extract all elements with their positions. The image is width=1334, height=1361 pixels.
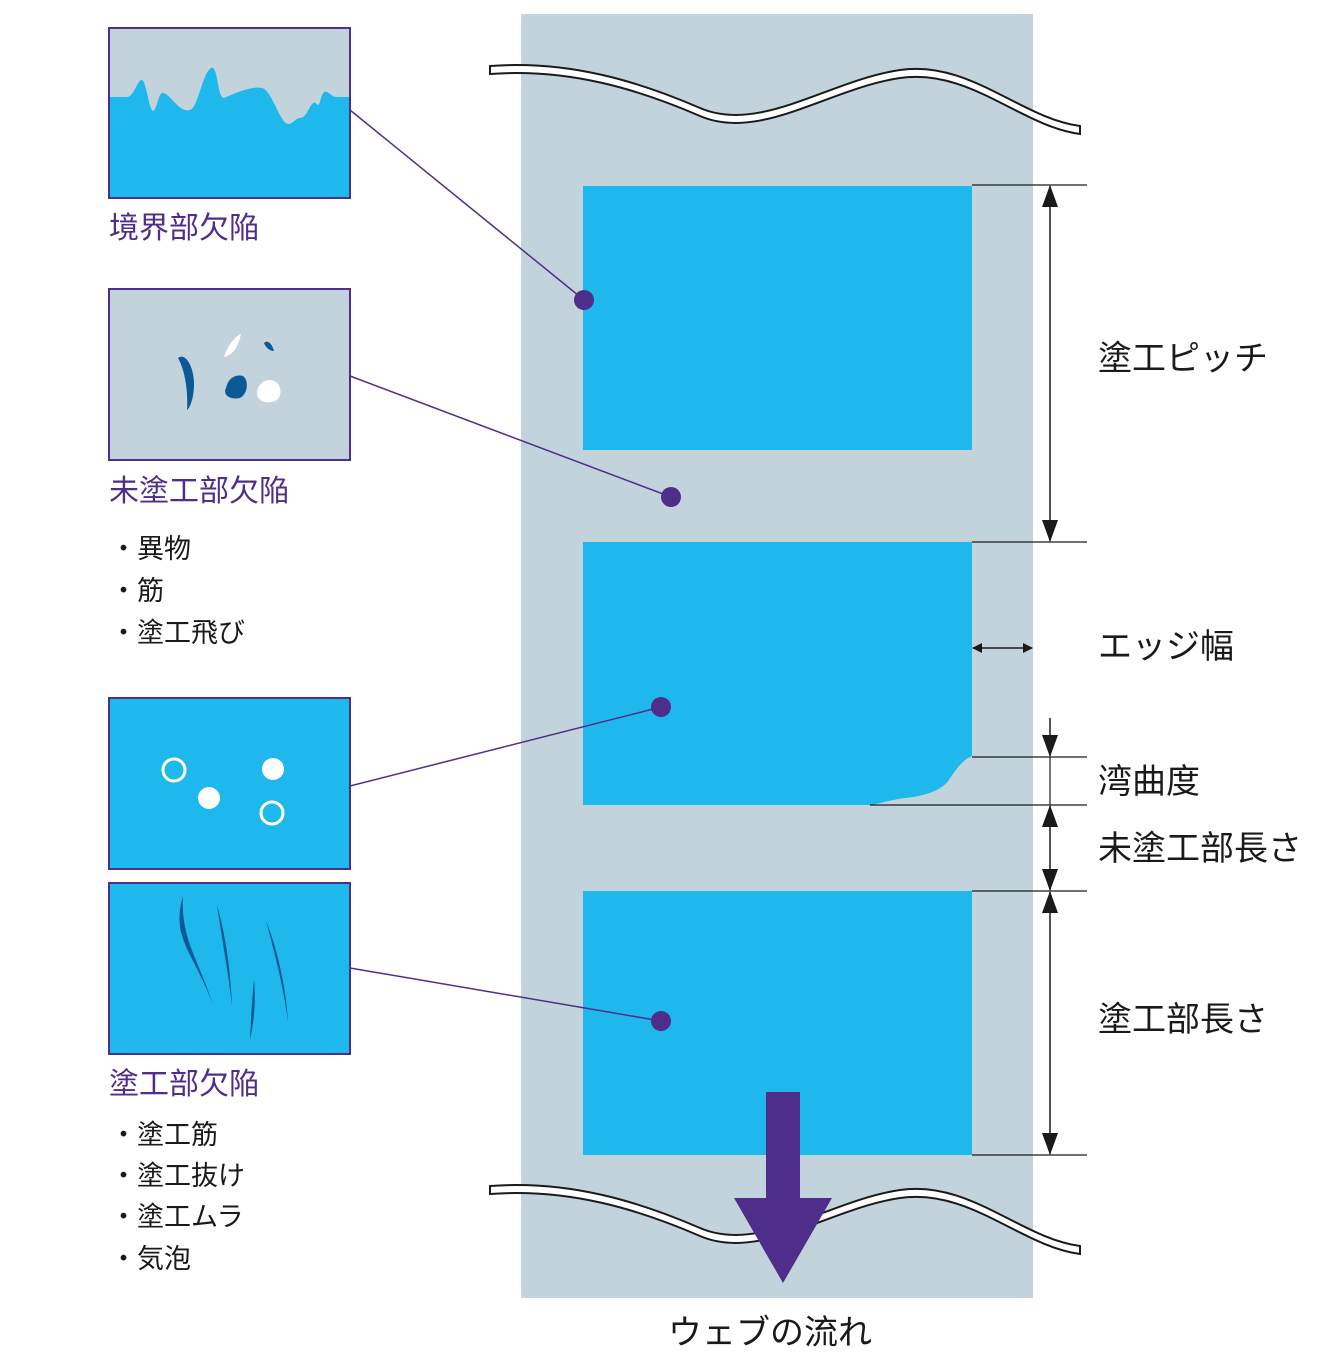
thumbnail-uncoated-defect [108, 288, 351, 461]
leader-line-streaks [349, 967, 662, 1022]
label-uncoated-length: 未塗工部長さ [1098, 829, 1302, 869]
bottom-wave-break [489, 1184, 1081, 1256]
thumbnail-bubbles [108, 697, 351, 870]
bullet-icon: ・ [110, 534, 137, 565]
defect-title-coated: 塗工部欠陥 [109, 1067, 259, 1102]
label-coating-pitch: 塗工ピッチ [1098, 339, 1268, 379]
marker-dot-boundary [574, 290, 594, 310]
list-item: ・塗工ムラ [110, 1202, 244, 1233]
leader-line-uncoated [349, 375, 672, 498]
bullet-icon: ・ [110, 1244, 137, 1275]
web-flow-label: ウェブの流れ [668, 1313, 872, 1353]
list-item: ・塗工飛び [110, 618, 245, 649]
top-wave-break [489, 64, 1081, 136]
thumbnail-streaks [108, 882, 351, 1055]
marker-dot-uncoated [661, 487, 681, 507]
leader-line-boundary [349, 109, 585, 301]
down-arrow-icon [734, 1092, 832, 1283]
list-item: ・異物 [110, 534, 191, 565]
defect-title-uncoated: 未塗工部欠陥 [109, 474, 289, 509]
label-coated-length: 塗工部長さ [1098, 1000, 1268, 1040]
thumbnail-boundary-defect [108, 27, 351, 199]
bullet-icon: ・ [110, 1120, 137, 1151]
list-item: ・塗工抜け [110, 1161, 245, 1192]
list-item: ・気泡 [110, 1244, 191, 1275]
label-curvature: 湾曲度 [1098, 762, 1200, 802]
list-item: ・筋 [110, 576, 164, 607]
label-edge-width: エッジ幅 [1098, 627, 1234, 667]
marker-dot-streaks [651, 1011, 671, 1031]
marker-dot-bubbles [651, 697, 671, 717]
defect-title-boundary: 境界部欠陥 [109, 211, 259, 246]
bullet-icon: ・ [110, 618, 137, 649]
coated-block-2 [583, 542, 972, 805]
coated-block-1 [583, 186, 972, 450]
bullet-icon: ・ [110, 1202, 137, 1233]
leader-line-bubbles [349, 706, 662, 787]
bullet-icon: ・ [110, 576, 137, 607]
bullet-icon: ・ [110, 1161, 137, 1192]
list-item: ・塗工筋 [110, 1120, 218, 1151]
